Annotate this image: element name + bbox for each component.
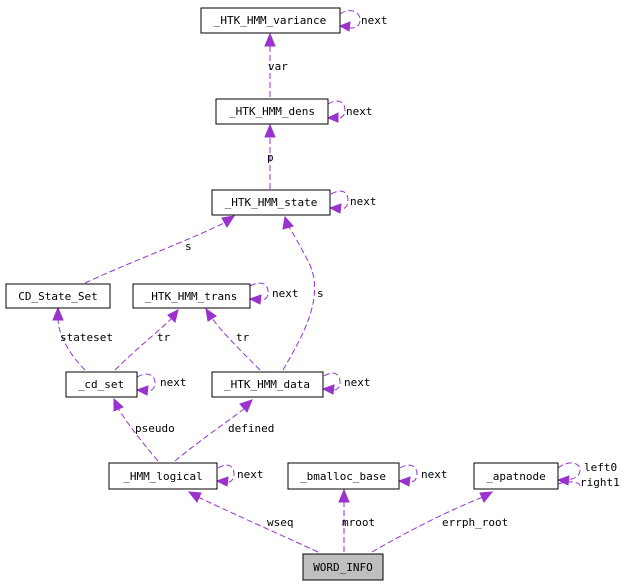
edge-label-cdset-tr: tr bbox=[157, 331, 171, 344]
edge-variance-next: next bbox=[338, 10, 388, 32]
edge-cdset-next: next bbox=[135, 373, 187, 396]
edge-trans-next: next bbox=[248, 282, 299, 305]
edge-label-cdstate-s: s bbox=[185, 240, 192, 253]
edge-label-logical-defined: defined bbox=[228, 422, 274, 435]
edge-label-state-next: next bbox=[350, 195, 377, 208]
node-label-htk-hmm-variance: _HTK_HMM_variance bbox=[214, 14, 327, 27]
edge-dens-var: var bbox=[264, 32, 288, 97]
node-label-htk-hmm-dens: _HTK_HMM_dens bbox=[229, 105, 315, 118]
edge-state-next: next bbox=[328, 190, 377, 214]
node-label-cd-set: _cd_set bbox=[78, 378, 124, 391]
node-htk-hmm-variance[interactable]: _HTK_HMM_variance bbox=[200, 7, 341, 34]
edge-word-wseq: wseq bbox=[187, 491, 319, 553]
node-hmm-logical[interactable]: _HMM_logical bbox=[108, 462, 218, 490]
node-label-apatnode: _apatnode bbox=[486, 470, 546, 483]
node-label-htk-hmm-state: _HTK_HMM_state bbox=[225, 196, 318, 209]
node-htk-hmm-state[interactable]: _HTK_HMM_state bbox=[211, 189, 331, 216]
edge-logical-pseudo: pseudo bbox=[113, 397, 175, 462]
node-htk-hmm-trans[interactable]: _HTK_HMM_trans bbox=[132, 283, 251, 309]
node-htk-hmm-data[interactable]: _HTK_HMM_data bbox=[211, 371, 324, 398]
edge-label-dens-var: var bbox=[268, 60, 288, 73]
edge-data-next: next bbox=[321, 372, 371, 395]
node-word-info[interactable]: WORD_INFO bbox=[302, 553, 384, 581]
edge-label-cdset-stateset: stateset bbox=[60, 331, 113, 344]
edge-label-logical-next: next bbox=[237, 468, 264, 481]
edge-label-word-errph: errph_root bbox=[442, 516, 508, 529]
edge-label-apat-right: right1 bbox=[580, 476, 620, 489]
node-cd-set[interactable]: _cd_set bbox=[65, 371, 138, 398]
node-cd-state-set[interactable]: CD_State_Set bbox=[5, 283, 111, 309]
edge-data-s: s bbox=[282, 215, 324, 371]
edge-label-word-wseq: wseq bbox=[267, 516, 294, 529]
edge-dens-next: next bbox=[326, 100, 373, 123]
node-apatnode[interactable]: _apatnode bbox=[473, 462, 559, 490]
edge-label-variance-next: next bbox=[361, 14, 388, 27]
node-label-htk-hmm-trans: _HTK_HMM_trans bbox=[145, 290, 238, 303]
edge-cdset-tr: tr bbox=[114, 309, 179, 371]
edge-label-cdset-next: next bbox=[160, 376, 187, 389]
node-label-htk-hmm-data: _HTK_HMM_data bbox=[224, 378, 310, 391]
edge-label-bmalloc-next: next bbox=[421, 468, 448, 481]
node-label-cd-state-set: CD_State_Set bbox=[18, 290, 97, 303]
edge-bmalloc-next: next bbox=[397, 464, 448, 487]
edge-label-data-next: next bbox=[344, 376, 371, 389]
edge-label-apat-left: left0 bbox=[584, 461, 617, 474]
edge-logical-defined: defined bbox=[174, 399, 274, 462]
node-bmalloc-base[interactable]: _bmalloc_base bbox=[287, 462, 400, 490]
edge-cdset-stateset: stateset bbox=[52, 306, 113, 371]
node-label-word-info: WORD_INFO bbox=[313, 561, 373, 574]
edge-label-data-s: s bbox=[317, 287, 324, 300]
node-label-bmalloc-base: _bmalloc_base bbox=[300, 470, 386, 483]
edge-label-data-tr: tr bbox=[236, 331, 250, 344]
edge-word-mroot: mroot bbox=[338, 488, 375, 552]
edge-apat-left: left0 bbox=[556, 461, 617, 486]
node-label-hmm-logical: _HMM_logical bbox=[123, 470, 202, 483]
edge-label-logical-pseudo: pseudo bbox=[135, 422, 175, 435]
edge-label-trans-next: next bbox=[272, 287, 299, 300]
edge-label-state-p: p bbox=[267, 151, 274, 164]
edge-label-word-mroot: mroot bbox=[342, 516, 375, 529]
edge-logical-next: next bbox=[215, 464, 264, 487]
edge-label-dens-next: next bbox=[346, 105, 373, 118]
node-htk-hmm-dens[interactable]: _HTK_HMM_dens bbox=[215, 98, 329, 125]
edge-word-errph: errph_root bbox=[371, 491, 508, 553]
edge-cdstate-s: s bbox=[84, 215, 236, 284]
edge-state-p: p bbox=[264, 123, 276, 189]
edge-apat-right: right1 bbox=[557, 476, 620, 489]
edge-data-tr: tr bbox=[205, 307, 261, 371]
